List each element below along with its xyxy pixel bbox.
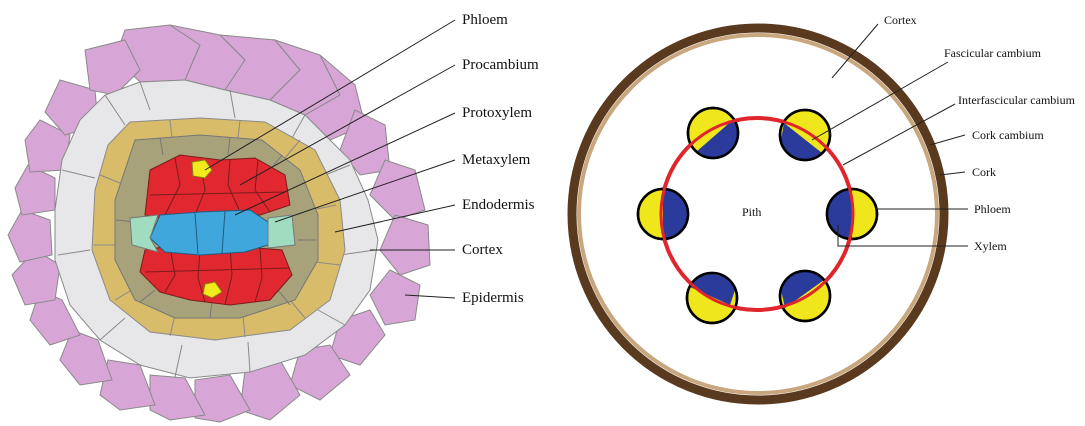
left-labels: Phloem Procambium Protoxylem Metaxylem E… bbox=[462, 12, 539, 306]
label-phloem-right: Phloem bbox=[974, 202, 1011, 216]
metaxylem-band bbox=[150, 210, 268, 255]
primary-root-cross-section bbox=[8, 25, 430, 422]
label-cortex-right: Cortex bbox=[884, 13, 917, 27]
label-cork: Cork bbox=[972, 165, 996, 179]
label-endodermis: Endodermis bbox=[462, 197, 535, 213]
label-xylem: Xylem bbox=[974, 239, 1007, 253]
label-epidermis: Epidermis bbox=[462, 290, 524, 306]
vascular-bundle-top-left bbox=[688, 108, 738, 159]
label-metaxylem: Metaxylem bbox=[462, 152, 531, 168]
label-procambium: Procambium bbox=[462, 57, 539, 73]
label-pith: Pith bbox=[742, 205, 761, 219]
label-cork-cambium: Cork cambium bbox=[972, 128, 1044, 142]
secondary-stem-cross-section: Pith bbox=[572, 28, 944, 400]
label-cortex-left: Cortex bbox=[462, 242, 503, 258]
vascular-bundle-top-right bbox=[780, 110, 830, 160]
label-protoxylem: Protoxylem bbox=[462, 105, 532, 121]
label-phloem-left: Phloem bbox=[462, 12, 508, 28]
label-fascicular-cambium: Fascicular cambium bbox=[944, 46, 1042, 60]
label-interfascicular-cambium: Interfascicular cambium bbox=[958, 93, 1076, 107]
right-labels: Cortex Fascicular cambium Interfascicula… bbox=[884, 13, 1076, 253]
